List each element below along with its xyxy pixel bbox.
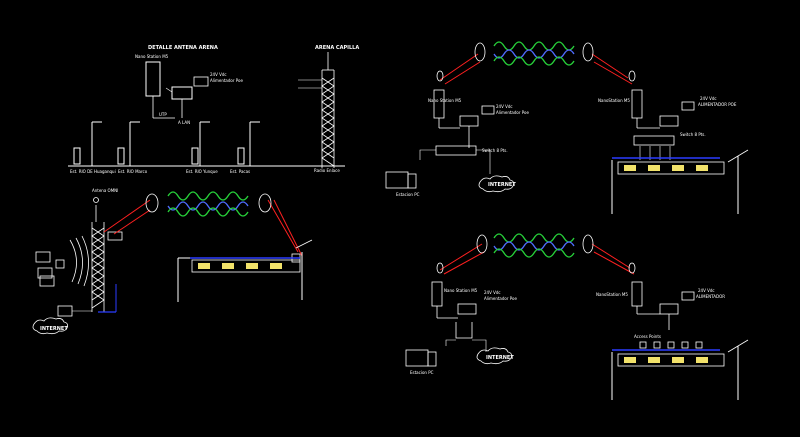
bottom-left-section: Antena OMNI INTERNET xyxy=(32,188,313,335)
poe-r2-sub: Alimentador Poe xyxy=(484,296,517,301)
poles-label-2: Est. RIO Marco xyxy=(118,169,148,174)
switch-r1-box xyxy=(435,145,477,156)
poles-label-4: Est. Pacas xyxy=(230,169,250,174)
utp-label: UTP xyxy=(159,112,167,117)
top-left-header: DETALLE ANTENA ARENA xyxy=(148,45,218,51)
street-section-1 xyxy=(177,239,313,302)
antenna-top-icon xyxy=(93,197,99,203)
poe-adapter-label2: Alimentador Poe xyxy=(210,78,243,83)
access-points-label: Access Points xyxy=(634,334,661,339)
poe-r2-box xyxy=(457,303,477,315)
beam-right-3 xyxy=(591,243,631,269)
internet-cloud-1 xyxy=(32,317,68,335)
pc-r2-label: Estacion PC xyxy=(410,370,434,375)
nano-station-r2b-box xyxy=(631,281,643,307)
internet-cloud-2 xyxy=(478,175,514,193)
poles-label-3: Est. RIO Yunque xyxy=(186,169,218,174)
tower-label-top: ARENA CAPILLA xyxy=(315,45,359,51)
router-r2 xyxy=(455,322,473,339)
computers xyxy=(35,251,65,287)
pc-r2 xyxy=(405,349,429,367)
poe-r1b-box xyxy=(659,115,679,127)
nano-station-r1b-box xyxy=(631,89,643,119)
dish-right-1 xyxy=(258,193,272,213)
nano-station-box xyxy=(145,61,161,97)
dish-left-2 xyxy=(474,42,486,62)
signal-coil-3 xyxy=(493,233,575,258)
poe-r1-box xyxy=(459,115,479,127)
street-section-3 xyxy=(611,339,749,400)
pc-r1-label: Estacion PC xyxy=(396,192,420,197)
dish-left-1 xyxy=(145,193,159,213)
nano-station-r1-box xyxy=(433,89,445,119)
signal-coil-2 xyxy=(493,41,575,66)
poles-label-1: Est. RIO DE Huaganqui xyxy=(70,169,116,174)
lattice-tower-left xyxy=(69,205,105,312)
poe-r1-sub: Alimentador Poe xyxy=(496,110,529,115)
poe-adapter-label: 24V Vdc xyxy=(210,72,227,77)
poe-r1b-label: 24V Vdc xyxy=(700,96,717,101)
beam-right-1 xyxy=(267,199,299,253)
switch-r1-label: Switch 8 Pts. xyxy=(482,148,508,153)
switch-r1b-box xyxy=(633,135,675,146)
poe-adapter-box xyxy=(171,86,193,100)
power-plug xyxy=(193,76,209,87)
router-box xyxy=(57,305,73,317)
nano-station-r1-label: Nano Station M5 xyxy=(428,98,462,103)
lattice-tower-top xyxy=(321,52,335,168)
nano-station-r2-label: Nano Station M5 xyxy=(444,288,478,293)
dish-right-2 xyxy=(582,42,594,62)
access-points xyxy=(639,341,703,349)
nano-station-r2-box xyxy=(431,281,443,307)
beam-right-2 xyxy=(591,53,629,79)
internet-label-1: INTERNET xyxy=(40,326,68,332)
poe-r1-label: 24V Vdc xyxy=(496,104,513,109)
poe-r2b-box xyxy=(659,303,679,315)
street-section-2 xyxy=(611,146,749,214)
link-antenna-box xyxy=(107,231,123,241)
signal-coil-1 xyxy=(167,191,249,217)
poles-row xyxy=(73,121,260,166)
poe-r2b-label: 24V Vdc xyxy=(698,288,715,293)
beam-left-1 xyxy=(103,199,151,233)
tower-base-label: Radio Enlace xyxy=(314,168,340,173)
poe-r2-label: 24V Vdc xyxy=(484,290,501,295)
top-right-section: Nano Station M5 24V Vdc Alimentador Poe … xyxy=(385,41,749,214)
antenna-left-label: Antena OMNI xyxy=(92,188,118,193)
internet-label-2: INTERNET xyxy=(488,182,516,188)
internet-label-3: INTERNET xyxy=(486,355,514,361)
beam-left-2 xyxy=(439,53,479,81)
beam-left-3 xyxy=(439,243,483,271)
dish-right-3 xyxy=(582,234,594,254)
dish-left-3 xyxy=(476,234,488,254)
nano-station-r2b-label: NanoStation M5 xyxy=(596,292,628,297)
mini-dish-right-2 xyxy=(628,70,636,82)
nano-station-r1b-label: NanoStation M5 xyxy=(598,98,630,103)
lan-label: A LAN xyxy=(178,120,190,125)
top-left-section: DETALLE ANTENA ARENA Nano Station M5 UTP… xyxy=(68,45,359,174)
internet-cloud-3 xyxy=(476,347,512,365)
poe-r2b-sub: ALIMENTADOR xyxy=(696,294,725,299)
mini-dish-left-2 xyxy=(436,70,444,82)
switch-r1b-label: Switch 8 Pts. xyxy=(680,132,706,137)
bottom-right-section: Nano Station M5 24V Vdc Alimentador Poe … xyxy=(405,233,749,400)
poe-r1b-sub: ALIMENTADOR POE xyxy=(698,102,737,107)
pc-r1 xyxy=(385,171,409,189)
nano-station-label: Nano Station M5 xyxy=(135,54,169,59)
